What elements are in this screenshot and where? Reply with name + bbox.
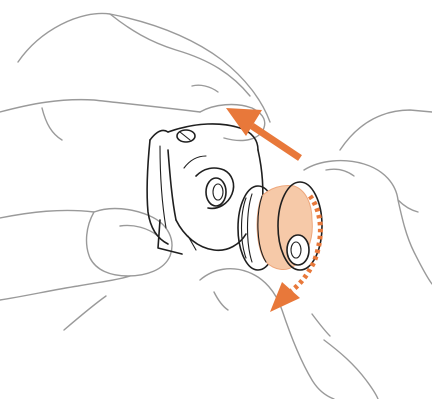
- bobbin-case: [147, 124, 263, 254]
- bobbin: [238, 182, 322, 270]
- left-hand-bottom: [0, 209, 172, 330]
- arrow-up-left-icon: [226, 108, 300, 158]
- left-hand-top: [0, 13, 270, 140]
